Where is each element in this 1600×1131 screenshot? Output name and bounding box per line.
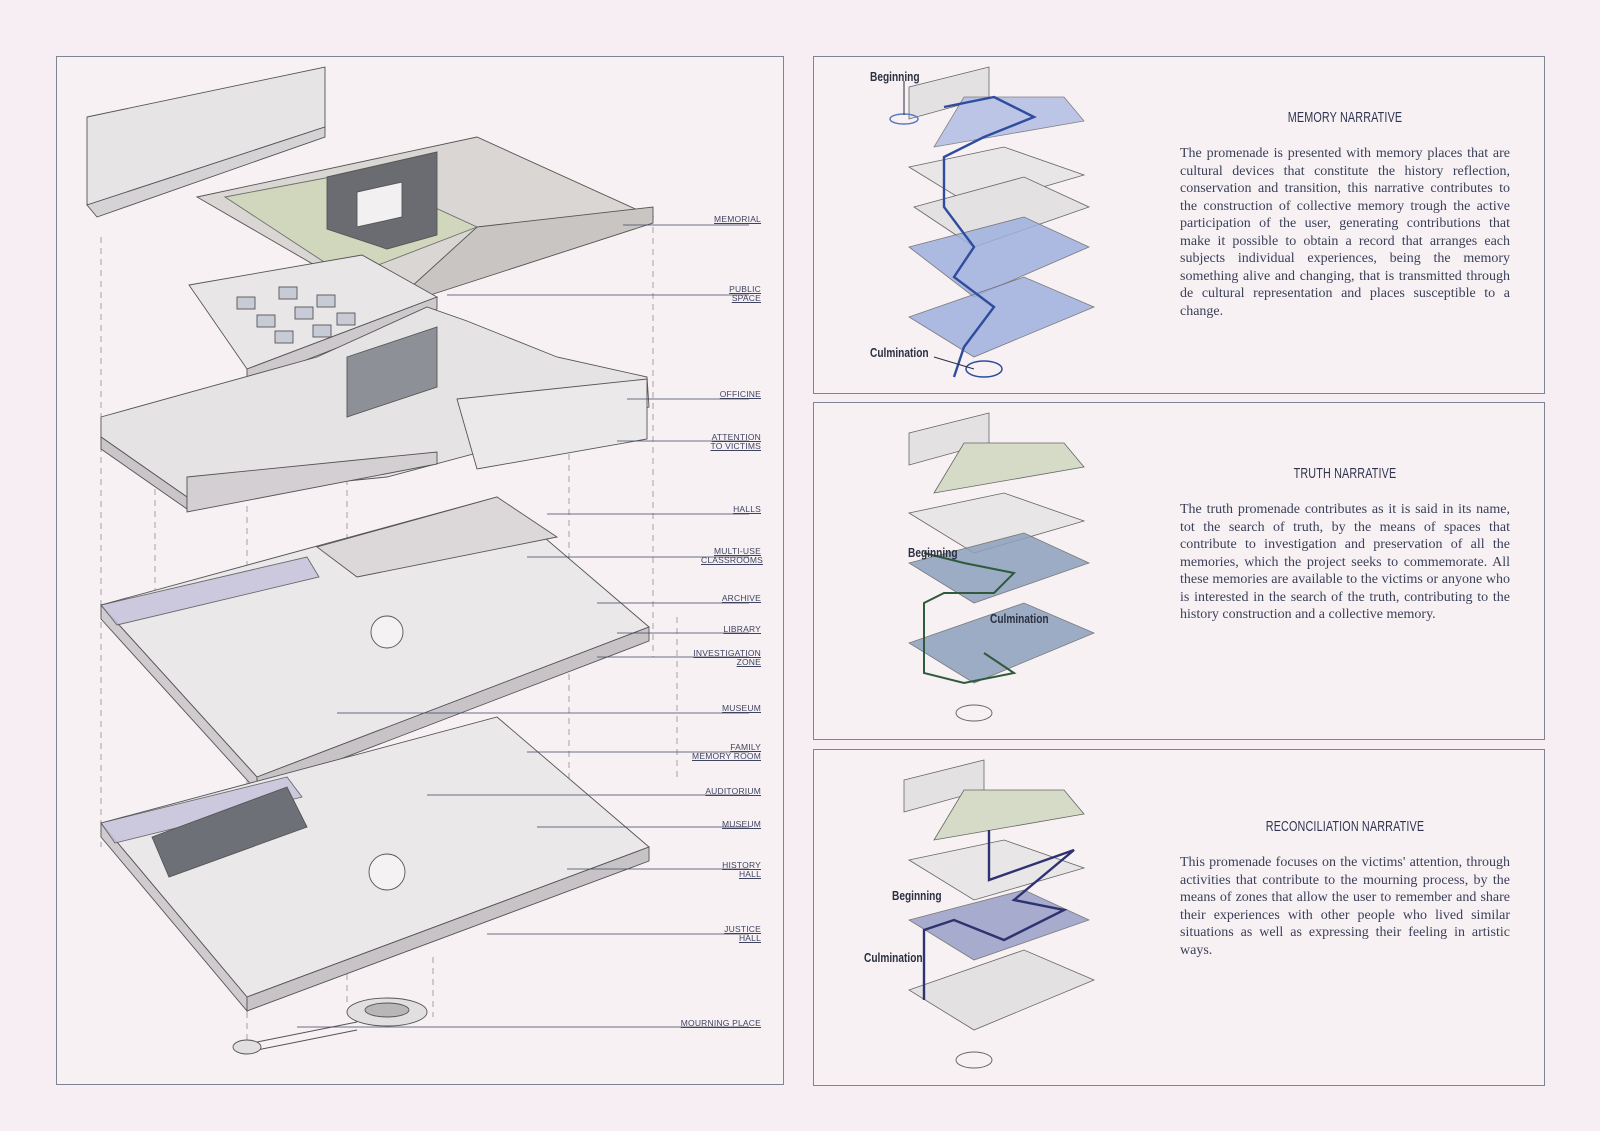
reconciliation-beginning-tag: Beginning	[892, 888, 942, 903]
truth-beginning-tag: Beginning	[908, 545, 958, 560]
reconciliation-narrative-panel: Beginning Culmination RECONCILIATION NAR…	[813, 749, 1545, 1086]
label-museum-upper: Museum	[722, 703, 761, 713]
label-halls: Halls	[733, 504, 761, 514]
label-mourning-place: Mourning Place	[680, 1018, 761, 1028]
exploded-axonometric-drawing	[86, 66, 749, 1055]
label-investigation-zone: Investigation Zone	[693, 648, 761, 667]
reconciliation-narrative-title: RECONCILIATION NARRATIVE	[1265, 818, 1425, 835]
label-public-space: Public Space	[729, 284, 761, 303]
label-museum-lower: Museum	[722, 819, 761, 829]
label-multi-use-classrooms: Multi-use Classrooms	[701, 546, 763, 565]
label-memorial: Memorial	[714, 214, 761, 224]
truth-culmination-tag: Culmination	[990, 611, 1049, 626]
memory-beginning-tag: Beginning	[870, 69, 920, 84]
label-library: Library	[723, 624, 761, 634]
label-officine: Officine	[719, 389, 761, 399]
truth-narrative-panel: Beginning Culmination TRUTH NARRATIVE Th…	[813, 402, 1545, 740]
label-auditorium: Auditorium	[705, 786, 761, 796]
memory-narrative-panel: Beginning Culmination MEMORY NARRATIVE T…	[813, 56, 1545, 394]
reconciliation-narrative-text: This promenade focuses on the victims' a…	[1180, 855, 1510, 958]
exploded-axonometric-panel: Memorial Public Space Officine Attention…	[56, 56, 784, 1085]
memory-narrative-title: MEMORY NARRATIVE	[1287, 109, 1403, 126]
label-history-hall: History Hall	[722, 860, 761, 879]
label-archive: Archive	[721, 593, 761, 603]
truth-narrative-text: The truth promenade contributes as it is…	[1180, 502, 1510, 622]
truth-narrative-diagram	[907, 412, 1096, 722]
label-justice-hall: Justice Hall	[724, 924, 761, 943]
reconciliation-culmination-tag: Culmination	[864, 950, 923, 965]
reconciliation-narrative-diagram	[903, 759, 1096, 1069]
memory-narrative-diagram	[889, 66, 1096, 378]
memory-culmination-tag: Culmination	[870, 345, 929, 360]
memory-narrative-text: The promenade is presented with memory p…	[1180, 146, 1510, 319]
label-family-memory-room: Family Memory Room	[692, 742, 761, 761]
truth-narrative-title: TRUTH NARRATIVE	[1293, 465, 1397, 482]
label-attention-to-victims: Attention to victims	[710, 432, 761, 451]
